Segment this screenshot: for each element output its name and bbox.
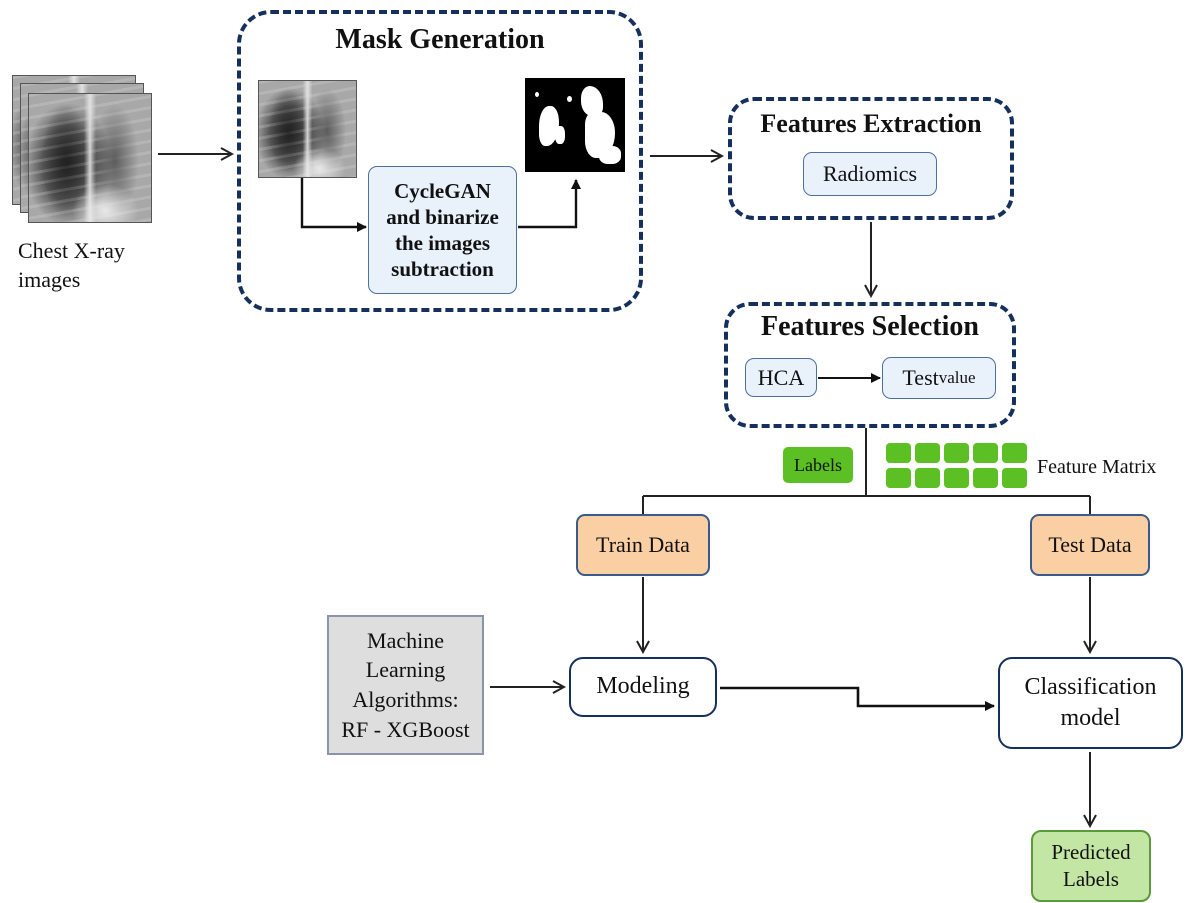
features-extraction-title: Features Extraction bbox=[760, 109, 982, 138]
xray-input-label: Chest X-ray images bbox=[18, 237, 148, 294]
cyclegan-line3: the images bbox=[394, 231, 491, 255]
modeling-box: Modeling bbox=[569, 657, 717, 717]
ml-algorithms-box: Machine Learning Algorithms: RF - XGBoos… bbox=[327, 615, 484, 755]
classification-model-box: Classification model bbox=[998, 657, 1183, 749]
feature-matrix-label: Feature Matrix bbox=[1037, 456, 1157, 478]
arrow-modeling-to-classification bbox=[720, 686, 995, 711]
cyclegan-line1: CycleGAN bbox=[394, 178, 491, 203]
cyclegan-process-box: CycleGAN and binarize the images subtrac… bbox=[368, 166, 517, 294]
xray-input-label-line2: images bbox=[18, 266, 81, 292]
ml-line1: Machine bbox=[367, 627, 444, 653]
radiomics-box: Radiomics bbox=[803, 152, 937, 196]
predicted-line1: Predicted bbox=[1051, 839, 1131, 864]
mask-generation-group bbox=[237, 10, 643, 312]
xray-stack-image-front bbox=[28, 93, 152, 223]
mask-input-xray-image bbox=[258, 80, 357, 178]
ml-line3: Algorithms: bbox=[352, 687, 459, 712]
hca-box: HCA bbox=[745, 358, 817, 397]
features-selection-title: Features Selection bbox=[761, 311, 979, 342]
split-connector bbox=[642, 428, 1091, 514]
predicted-line2: Labels bbox=[1063, 867, 1119, 891]
ml-line2: Learning bbox=[365, 657, 446, 683]
test-value-subscript: value bbox=[938, 368, 976, 387]
features-selection-group bbox=[724, 302, 1016, 428]
xray-input-label-line1: Chest X-ray bbox=[18, 238, 125, 263]
test-data-box: Test Data bbox=[1030, 514, 1150, 576]
test-value-base: Test bbox=[902, 365, 939, 390]
arrow-input-to-cyclegan bbox=[300, 176, 367, 232]
ml-line4: RF - XGBoost bbox=[341, 716, 470, 742]
train-data-box: Train Data bbox=[576, 514, 710, 576]
predicted-labels-box: Predicted Labels bbox=[1031, 830, 1151, 902]
binary-mask-image bbox=[525, 78, 625, 172]
mask-generation-title: Mask Generation bbox=[335, 24, 545, 55]
arrow-cyclegan-to-mask bbox=[518, 179, 581, 229]
classification-line1: Classification bbox=[1024, 673, 1157, 700]
cyclegan-line4: subtraction bbox=[391, 257, 494, 282]
features-extraction-group bbox=[728, 97, 1014, 220]
cyclegan-line2: and binarize bbox=[386, 204, 499, 229]
feature-matrix-grid bbox=[886, 443, 1030, 491]
labels-tag: Labels bbox=[783, 447, 853, 483]
classification-line2: model bbox=[1060, 705, 1121, 731]
